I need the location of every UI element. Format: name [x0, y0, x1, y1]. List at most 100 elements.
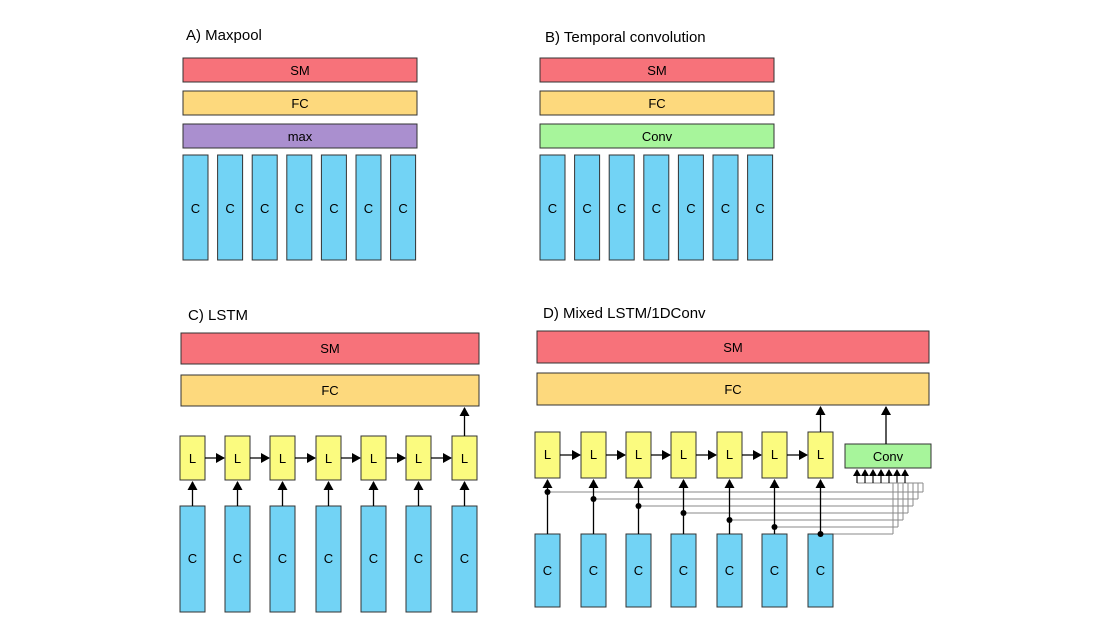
b-sm-label: SM — [647, 63, 667, 78]
b-cnn-column-3 — [608, 154, 635, 261]
c-cnn-label-7: C — [460, 551, 469, 566]
d-lstm-cell-6 — [761, 431, 788, 479]
d-junction-dot-7 — [817, 531, 824, 537]
b-cnn-column-6 — [712, 154, 739, 261]
b-cnn-label-4: C — [652, 201, 661, 216]
b-fc-layer — [539, 90, 775, 116]
a-fc-layer — [182, 90, 418, 116]
c-cnn-label-1: C — [188, 551, 197, 566]
panel-d-title: D) Mixed LSTM/1DConv — [543, 305, 706, 322]
b-cnn-label-6: C — [721, 201, 730, 216]
a-cnn-column-5 — [320, 154, 347, 261]
d-cnn-column-2 — [580, 533, 607, 608]
c-cnn-column-3 — [269, 505, 296, 613]
a-cnn-column-2 — [217, 154, 244, 261]
b-cnn-column-7 — [747, 154, 774, 261]
d-lstm-cell-2 — [580, 431, 607, 479]
a-cnn-label-5: C — [329, 201, 338, 216]
b-conv-label: Conv — [642, 129, 673, 144]
c-cnn-label-4: C — [324, 551, 333, 566]
d-junction-dot-3 — [635, 503, 642, 509]
d-conv-label: Conv — [873, 449, 904, 464]
c-cnn-column-6 — [405, 505, 432, 613]
d-lstm-label-6: L — [771, 447, 778, 462]
d-cnn-label-6: C — [770, 563, 779, 578]
c-lstm-cell-3 — [269, 435, 296, 481]
d-cnn-column-3 — [625, 533, 652, 608]
d-cnn-label-3: C — [634, 563, 643, 578]
d-lstm-cell-7 — [807, 431, 834, 479]
c-lstm-label-1: L — [189, 451, 196, 466]
c-lstm-cell-6 — [405, 435, 432, 481]
c-cnn-label-5: C — [369, 551, 378, 566]
a-cnn-label-2: C — [225, 201, 234, 216]
panel-temporal-convolution: B) Temporal convolution SM FC Conv C C C C C… — [539, 29, 775, 261]
b-fc-label: FC — [648, 96, 665, 111]
d-cnn-label-4: C — [679, 563, 688, 578]
panel-c-title: C) LSTM — [188, 307, 248, 324]
c-lstm-label-7: L — [461, 451, 468, 466]
b-cnn-label-2: C — [582, 201, 591, 216]
c-lstm-label-3: L — [279, 451, 286, 466]
c-fc-label: FC — [321, 383, 338, 398]
a-cnn-column-6 — [355, 154, 382, 261]
c-cnn-label-6: C — [414, 551, 423, 566]
b-cnn-label-3: C — [617, 201, 626, 216]
a-cnn-label-3: C — [260, 201, 269, 216]
d-junction-dot-6 — [771, 524, 778, 530]
c-lstm-cell-1 — [179, 435, 206, 481]
a-cnn-column-3 — [251, 154, 278, 261]
d-lstm-label-1: L — [544, 447, 551, 462]
c-cnn-column-4 — [315, 505, 342, 613]
c-cnn-column-7 — [451, 505, 478, 613]
c-lstm-label-2: L — [234, 451, 241, 466]
panel-b-title: B) Temporal convolution — [545, 29, 706, 46]
d-lstm-cell-1 — [534, 431, 561, 479]
d-cnn-column-5 — [716, 533, 743, 608]
d-cnn-column-7 — [807, 533, 834, 608]
a-cnn-column-4 — [286, 154, 313, 261]
panel-mixed-lstm-1dconv: D) Mixed LSTM/1DConv SM FC LCLCLCLCLCLCL… — [534, 305, 932, 608]
d-lstm-label-7: L — [817, 447, 824, 462]
d-junction-dot-2 — [590, 496, 597, 502]
b-cnn-label-7: C — [755, 201, 764, 216]
d-fc-layer — [536, 372, 930, 406]
d-lstm-cell-5 — [716, 431, 743, 479]
a-max-layer — [182, 123, 418, 149]
d-junction-dot-5 — [726, 517, 733, 523]
d-cnn-column-6 — [761, 533, 788, 608]
c-fc-layer — [180, 374, 480, 407]
d-lstm-label-4: L — [680, 447, 687, 462]
d-fc-label: FC — [724, 382, 741, 397]
a-cnn-column-7 — [390, 154, 417, 261]
c-lstm-label-4: L — [325, 451, 332, 466]
a-sm-label: SM — [290, 63, 310, 78]
a-cnn-label-4: C — [295, 201, 304, 216]
d-junction-dot-4 — [680, 510, 687, 516]
d-cnn-label-2: C — [589, 563, 598, 578]
b-sm-layer — [539, 57, 775, 83]
c-sm-layer — [180, 332, 480, 365]
d-lstm-cell-3 — [625, 431, 652, 479]
c-cnn-label-3: C — [278, 551, 287, 566]
b-cnn-label-1: C — [548, 201, 557, 216]
d-cnn-label-1: C — [543, 563, 552, 578]
c-sm-label: SM — [320, 341, 340, 356]
b-cnn-label-5: C — [686, 201, 695, 216]
a-cnn-label-1: C — [191, 201, 200, 216]
b-cnn-column-2 — [574, 154, 601, 261]
c-cnn-column-1 — [179, 505, 206, 613]
a-sm-layer — [182, 57, 418, 83]
b-conv-layer — [539, 123, 775, 149]
c-lstm-cell-4 — [315, 435, 342, 481]
a-fc-label: FC — [291, 96, 308, 111]
c-lstm-label-6: L — [415, 451, 422, 466]
b-cnn-column-5 — [677, 154, 704, 261]
a-max-label: max — [288, 129, 313, 144]
